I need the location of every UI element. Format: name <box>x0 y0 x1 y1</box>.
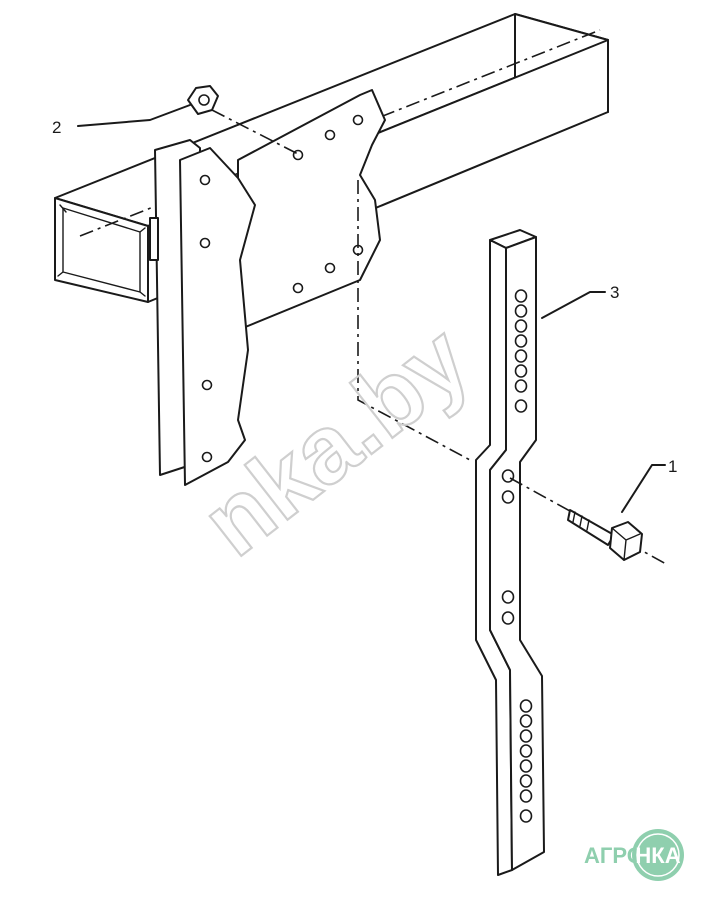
logo-text-right: НКА <box>635 843 680 868</box>
hex-nut <box>187 85 219 115</box>
callout-label-2: 2 <box>52 118 61 137</box>
front-bracket-plates <box>149 139 256 486</box>
logo-circle <box>632 829 684 881</box>
bar-holes-upper <box>514 289 528 413</box>
brand-logo: АГРО НКА <box>584 829 684 881</box>
hex-bolt <box>567 509 643 561</box>
assembly-guide-line <box>357 180 471 461</box>
callout-label-3: 3 <box>610 283 619 302</box>
bar-holes-lower <box>519 699 533 823</box>
hitch-bar <box>475 229 545 876</box>
rear-bracket-plate <box>237 89 386 331</box>
nut-axis-line <box>211 109 301 156</box>
callout-label-1: 1 <box>668 457 677 476</box>
callout-leaders <box>77 104 666 513</box>
